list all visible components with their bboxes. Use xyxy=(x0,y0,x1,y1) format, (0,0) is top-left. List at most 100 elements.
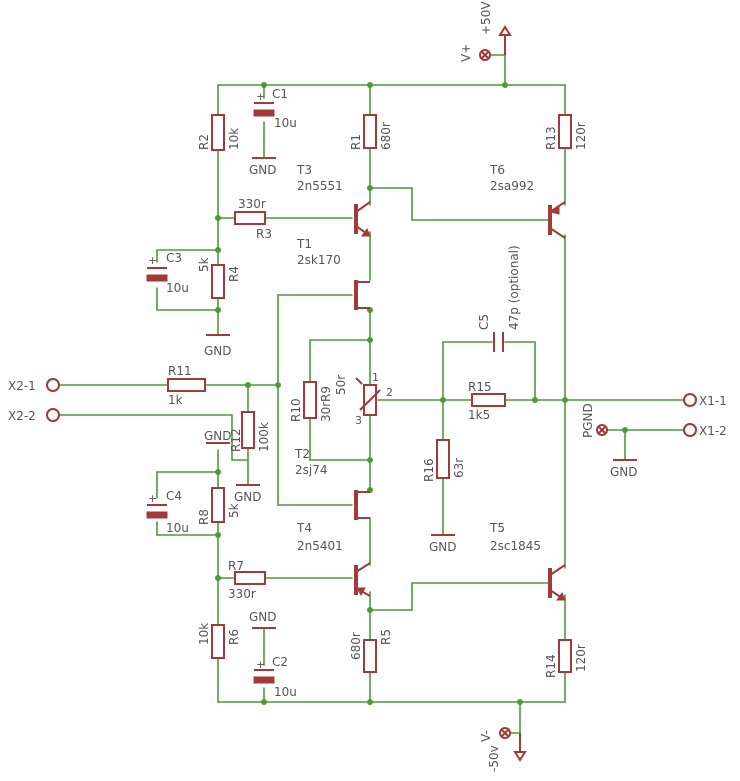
vminus-supply: V- -50v xyxy=(479,727,527,772)
connector-x2-1-label: X2-1 xyxy=(8,379,36,393)
resistor-r14: R14 120r xyxy=(544,639,588,678)
svg-text:+: + xyxy=(256,658,265,671)
connector-x1-2: X1-2 xyxy=(683,423,727,438)
transistor-t2-part: 2sj74 xyxy=(295,463,328,477)
resistor-r10-value: 30r xyxy=(319,402,333,422)
ground-r4: GND xyxy=(204,334,232,358)
ground-label: GND xyxy=(249,163,277,177)
transistor-t3-part: 2n5551 xyxy=(297,179,343,193)
resistor-r2-value: 10k xyxy=(227,128,241,150)
transistor-t6-name: T6 xyxy=(489,163,505,177)
resistor-r13-name: R13 xyxy=(544,126,558,150)
resistor-r16-value: 63r xyxy=(452,458,466,478)
resistor-r6-value: 10k xyxy=(197,623,211,645)
ground-r12: GND xyxy=(234,484,262,504)
resistor-r7-value: 330r xyxy=(228,587,256,601)
potentiometer-r9-pin3: 3 xyxy=(355,414,362,427)
resistor-r1-value: 680r xyxy=(379,122,393,150)
potentiometer-r9: R9 50r 1 2 3 xyxy=(319,371,393,427)
ground-label: GND xyxy=(610,465,638,479)
junctions xyxy=(215,82,628,705)
ground-label: GND xyxy=(204,429,232,443)
svg-text:+: + xyxy=(148,492,157,505)
resistor-r15-name: R15 xyxy=(468,380,492,394)
capacitor-c1: + C1 10u xyxy=(253,87,297,130)
transistor-t3: T3 2n5551 xyxy=(296,163,371,237)
ground-label: GND xyxy=(234,490,262,504)
resistor-r11-value: 1k xyxy=(168,393,183,407)
resistor-r5: R5 680r xyxy=(349,629,393,673)
capacitor-c4-value: 10u xyxy=(166,521,189,535)
vminus-name: V- xyxy=(479,730,493,742)
capacitor-c2: + C2 10u xyxy=(253,655,297,699)
resistor-r8-name: R8 xyxy=(197,509,211,525)
vplus-value: +50V xyxy=(479,1,493,35)
resistor-r1-name: R1 xyxy=(349,134,363,150)
connector-x2-1: X2-1 xyxy=(8,378,60,393)
ground-pgnd: GND xyxy=(610,459,638,479)
transistor-t2: T2 2sj74 xyxy=(294,447,370,520)
ground-r12-top: GND xyxy=(204,429,232,444)
capacitor-c2-name: C2 xyxy=(272,655,288,669)
resistor-r14-name: R14 xyxy=(544,654,558,678)
connector-x1-1-label: X1-1 xyxy=(699,394,727,408)
resistor-r7: R7 330r xyxy=(228,559,266,601)
pgnd-label: PGND xyxy=(581,403,595,438)
resistor-r12-value: 100k xyxy=(257,422,271,452)
connector-x2-2-label: X2-2 xyxy=(8,409,36,423)
capacitor-c5-name: C5 xyxy=(477,314,491,330)
resistor-r1: R1 680r xyxy=(349,114,393,150)
pgnd-connector: PGND xyxy=(581,403,608,438)
vplus-supply: V+ +50V xyxy=(459,1,512,62)
resistor-r2-name: R2 xyxy=(197,134,211,150)
resistor-r10: R10 30r xyxy=(289,381,333,422)
transistor-t6-part: 2sa992 xyxy=(490,179,534,193)
transistor-t5-part: 2sc1845 xyxy=(490,539,541,553)
potentiometer-r9-pin2: 2 xyxy=(386,386,393,399)
resistor-r12-name: R12 xyxy=(229,428,243,452)
potentiometer-r9-pin1: 1 xyxy=(372,371,379,384)
ground-label: GND xyxy=(249,610,277,624)
capacitor-c1-name: C1 xyxy=(272,87,288,101)
capacitor-c3-name: C3 xyxy=(166,251,182,265)
resistor-r15-value: 1k5 xyxy=(468,408,490,422)
resistor-r12: R12 100k xyxy=(229,411,271,452)
transistor-t5: T5 2sc1845 xyxy=(489,521,566,601)
resistor-r4-name: R4 xyxy=(227,266,241,282)
potentiometer-r9-value: 50r xyxy=(334,375,348,395)
resistor-r11: R11 1k xyxy=(167,364,206,407)
transistor-t6: T6 2sa992 xyxy=(489,163,566,239)
capacitor-c4: + C4 10u xyxy=(146,489,189,535)
capacitor-c3-value: 10u xyxy=(166,281,189,295)
resistor-r8-value: 5k xyxy=(227,503,241,518)
transistor-t1-part: 2sk170 xyxy=(297,253,341,267)
ground-label: GND xyxy=(429,540,457,554)
resistor-r3-value: 330r xyxy=(238,197,266,211)
svg-text:+: + xyxy=(256,90,265,103)
transistor-t2-name: T2 xyxy=(294,447,310,461)
resistor-r6-name: R6 xyxy=(227,629,241,645)
resistor-r2: R2 10k xyxy=(197,114,241,151)
resistor-r16: R16 63r xyxy=(422,439,466,482)
ground-label: GND xyxy=(204,344,232,358)
wires xyxy=(52,54,691,734)
transistor-t3-name: T3 xyxy=(296,163,312,177)
resistor-r13-value: 120r xyxy=(574,122,588,150)
connector-x2-2: X2-2 xyxy=(8,408,60,423)
transistor-t4-part: 2n5401 xyxy=(297,539,343,553)
potentiometer-r9-name: R9 xyxy=(319,386,333,402)
svg-text:+: + xyxy=(148,254,157,267)
transistor-t4-name: T4 xyxy=(296,521,312,535)
resistor-r3-name: R3 xyxy=(256,227,272,241)
transistor-t1-name: T1 xyxy=(296,237,312,251)
ground-r16: GND xyxy=(429,534,457,554)
capacitor-c1-value: 10u xyxy=(274,116,297,130)
capacitor-c5-value: 47p (optional) xyxy=(507,245,521,330)
capacitor-c3: + C3 10u xyxy=(146,251,189,295)
vminus-value: -50v xyxy=(487,745,501,772)
resistor-r4-value: 5k xyxy=(197,257,211,272)
resistor-r15: R15 1k5 xyxy=(468,380,506,422)
vplus-name: V+ xyxy=(459,44,473,62)
connector-x1-1: X1-1 xyxy=(683,393,727,408)
